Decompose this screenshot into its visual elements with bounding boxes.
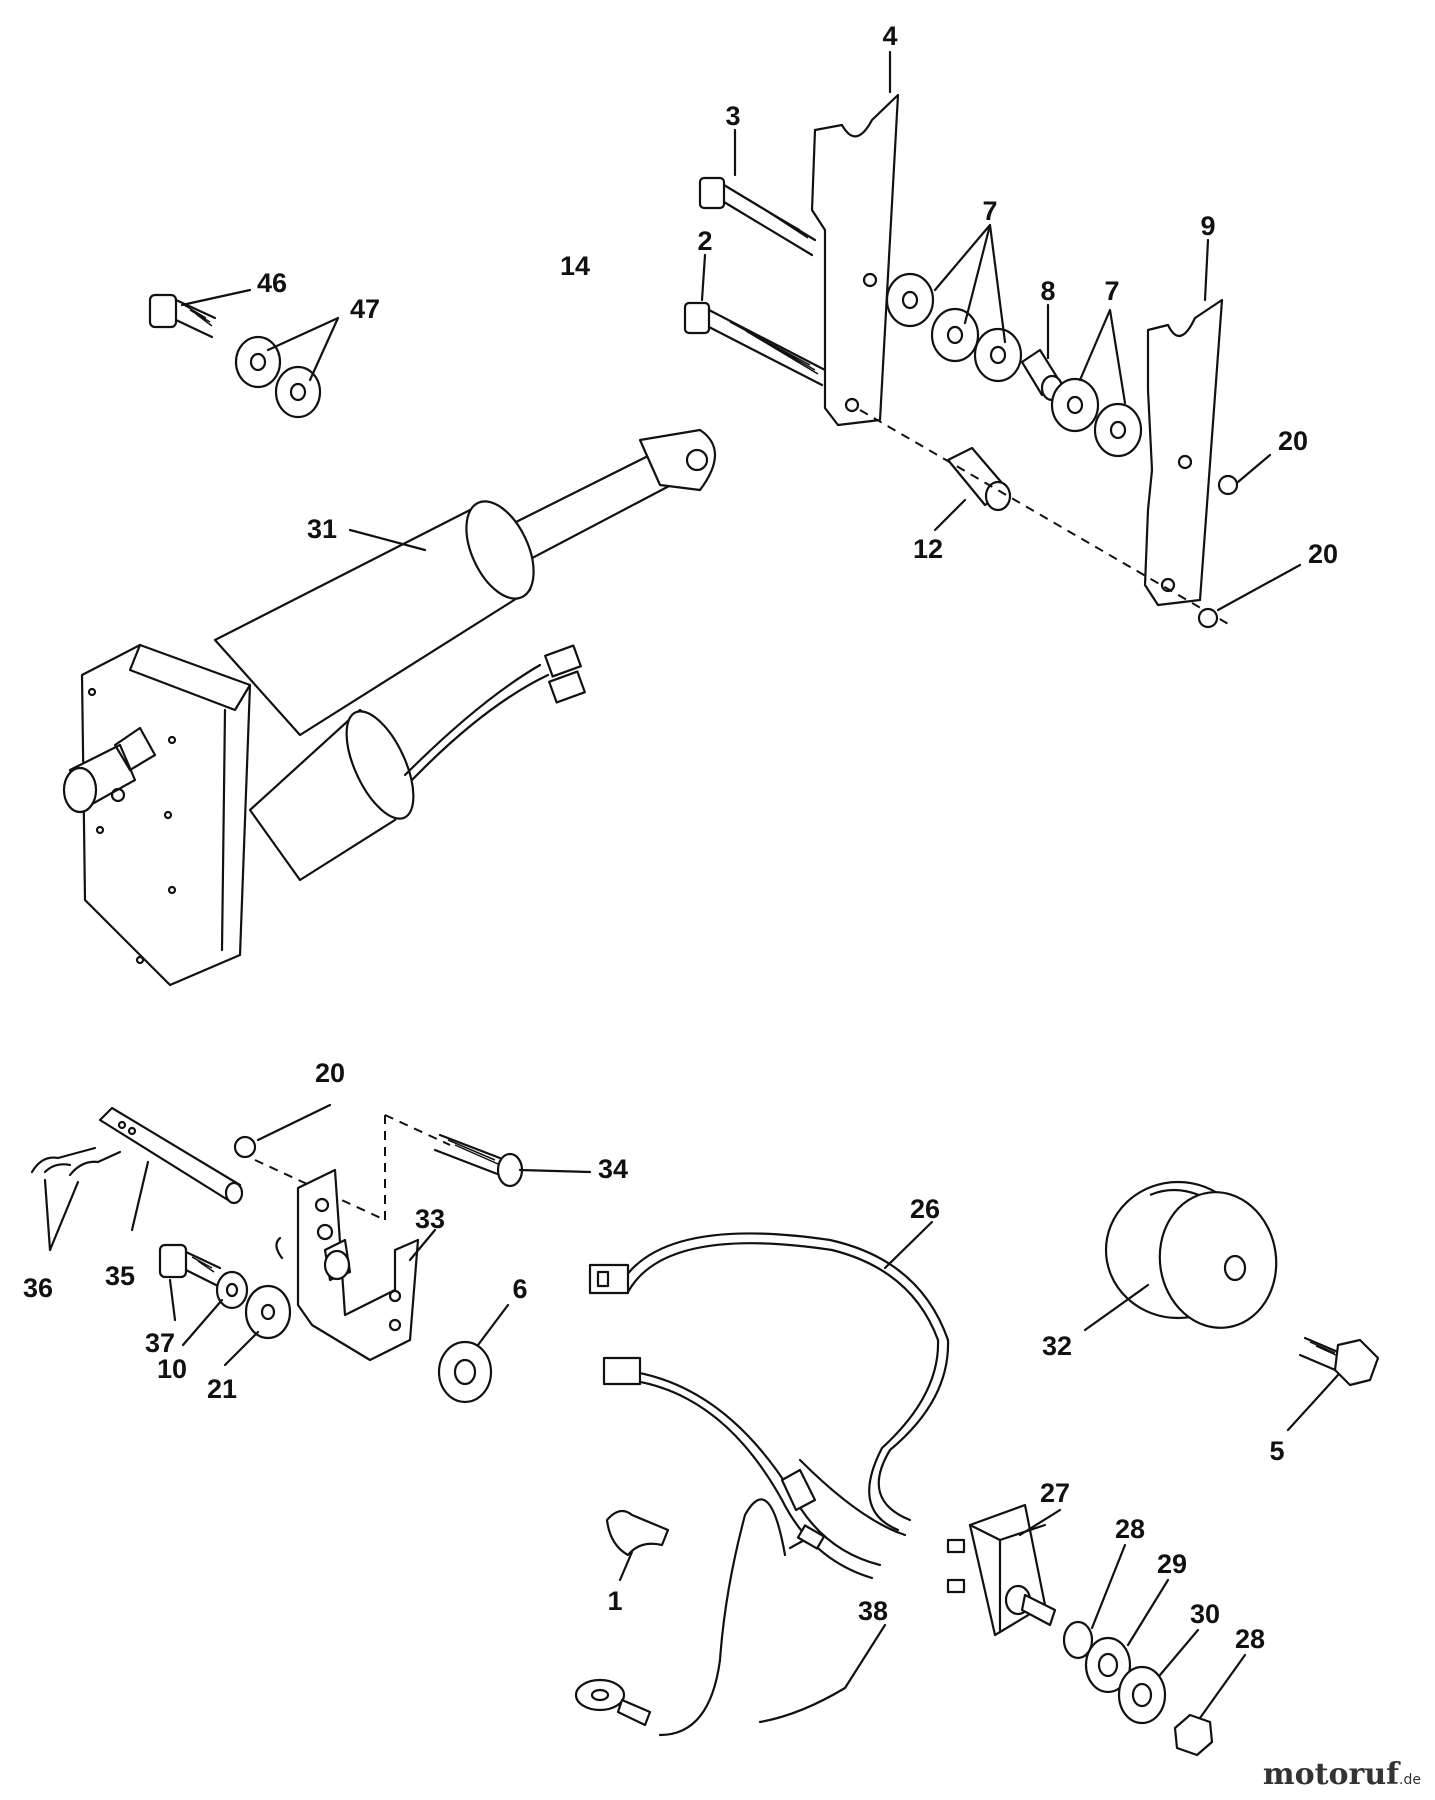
callout-37: 37	[145, 1328, 175, 1358]
callout-47: 47	[350, 294, 380, 324]
callout-21: 21	[207, 1374, 237, 1404]
callout-28-a: 28	[1115, 1514, 1145, 1544]
bracket-right-hole-top	[1177, 454, 1193, 470]
callout-34: 34	[598, 1154, 628, 1184]
callout-2: 2	[697, 226, 712, 256]
bolt-46	[148, 293, 217, 339]
spacer-12	[946, 446, 1012, 512]
bracket-right	[1143, 298, 1224, 607]
callout-10: 10	[157, 1354, 187, 1384]
callout-36: 36	[23, 1273, 53, 1303]
lock-washer-10	[215, 1270, 249, 1310]
bolt-34	[433, 1133, 524, 1188]
washers-7-right	[1050, 377, 1143, 458]
callout-26: 26	[910, 1194, 940, 1224]
bracket-left-hole-bottom	[844, 397, 860, 413]
callout-labels: 4 3 7 9 2 14 8 7 46 47 20 31 12 20 20 34…	[23, 21, 1338, 1654]
bracket-left	[810, 93, 900, 427]
knob-32	[1104, 1180, 1278, 1329]
toggle-switch-27	[946, 1503, 1057, 1637]
callout-8: 8	[1040, 276, 1055, 306]
washers-7-left	[885, 272, 1023, 383]
nut-20-c	[233, 1135, 257, 1159]
callout-20-bottom: 20	[315, 1058, 345, 1088]
leader-lines	[43, 50, 1340, 1724]
nut-20-a	[1217, 474, 1239, 496]
washers-47	[234, 335, 322, 419]
star-washer-29	[1084, 1636, 1132, 1694]
assembly-line-top	[859, 409, 1231, 626]
callout-28-b: 28	[1235, 1624, 1265, 1654]
callout-33: 33	[415, 1204, 445, 1234]
bolt-3	[698, 176, 817, 257]
hex-nut-28-b	[1173, 1713, 1214, 1757]
callout-46: 46	[257, 268, 287, 298]
bolt-2	[683, 301, 827, 387]
callout-4: 4	[882, 21, 897, 51]
bracket-left-hole-top	[862, 272, 878, 288]
linear-actuator	[62, 428, 716, 987]
callout-27: 27	[1040, 1478, 1070, 1508]
washer-28-a	[1062, 1620, 1094, 1660]
bracket-33	[296, 1168, 420, 1362]
bracket-right-hole-bottom	[1160, 577, 1176, 593]
pin-35	[98, 1106, 244, 1205]
watermark-brand: motoruf	[1262, 1757, 1400, 1792]
callout-12: 12	[913, 534, 943, 564]
bolt-5	[1298, 1336, 1380, 1387]
callout-29: 29	[1157, 1549, 1187, 1579]
callout-7-top: 7	[982, 196, 997, 226]
clip-pins-36	[30, 1146, 122, 1177]
callout-35: 35	[105, 1261, 135, 1291]
callout-30: 30	[1190, 1599, 1220, 1629]
callout-9: 9	[1200, 211, 1215, 241]
watermark-logo: motoruf.de	[1263, 1757, 1421, 1792]
callout-20-mid: 20	[1308, 539, 1338, 569]
nut-20-b	[1197, 607, 1219, 629]
callout-7-right: 7	[1104, 276, 1119, 306]
callout-6: 6	[512, 1274, 527, 1304]
callout-20-top: 20	[1278, 426, 1308, 456]
bolt-37	[158, 1243, 222, 1287]
callout-14: 14	[560, 251, 590, 281]
callout-3: 3	[725, 101, 740, 131]
watermark-suffix: .de	[1399, 1772, 1421, 1788]
callout-1: 1	[607, 1586, 622, 1616]
callout-5: 5	[1269, 1436, 1284, 1466]
ground-wire-38	[574, 1498, 826, 1737]
callout-31: 31	[307, 514, 337, 544]
washer-21	[244, 1284, 292, 1340]
callout-32: 32	[1042, 1331, 1072, 1361]
wire-harness-26	[588, 1232, 950, 1580]
callout-38: 38	[858, 1596, 888, 1626]
washer-6	[437, 1340, 493, 1404]
washer-30	[1117, 1665, 1167, 1725]
clip-1	[605, 1509, 670, 1557]
